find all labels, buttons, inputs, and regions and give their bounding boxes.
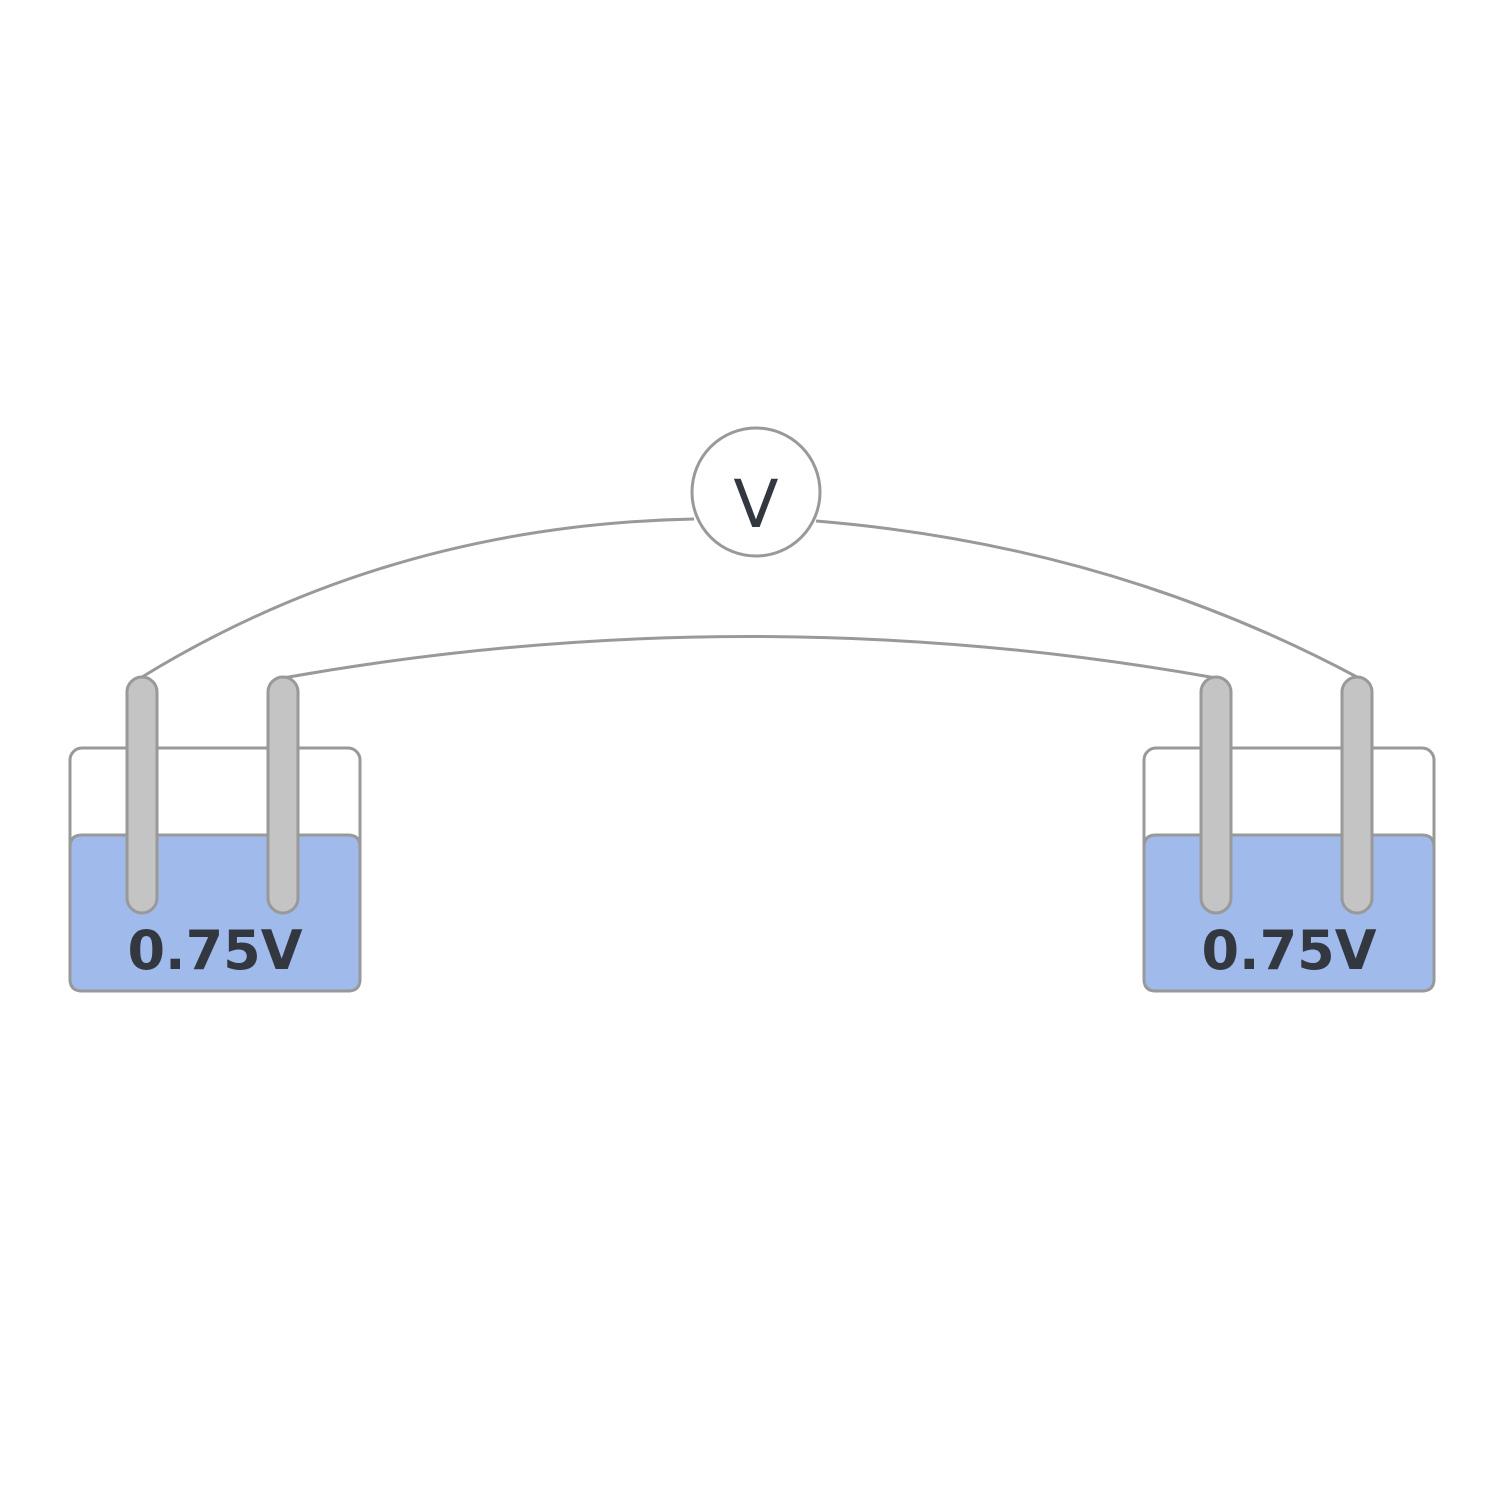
cell-right-label: 0.75V (1201, 919, 1376, 982)
electrode-left-1 (125, 675, 159, 915)
wire-left-to-meter (141, 517, 695, 679)
voltmeter-circle (690, 426, 822, 558)
cell-left: 0.75V (68, 675, 362, 993)
electrode-right-2 (1340, 675, 1374, 915)
wire-between-cells (282, 635, 1217, 680)
cell-right: 0.75V (1142, 675, 1436, 993)
voltmeter: V (690, 426, 822, 558)
voltmeter-label: V (733, 466, 778, 543)
electrode-right-1 (1199, 675, 1233, 915)
wire-meter-to-right (815, 519, 1358, 679)
electrode-left-2 (266, 675, 300, 915)
cell-left-label: 0.75V (127, 919, 302, 982)
